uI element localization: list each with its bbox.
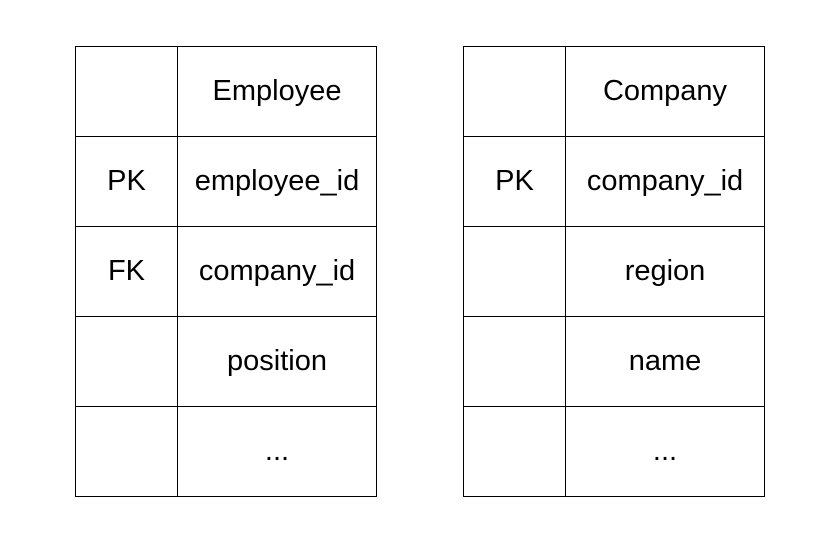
field-cell: company_id [177,226,377,317]
key-cell [463,406,566,497]
table-row: name [463,316,765,407]
table-row: PK company_id [463,136,765,227]
field-cell: company_id [565,136,765,227]
key-cell [463,316,566,407]
employee-table: Employee PK employee_id FK company_id po… [75,46,377,497]
key-cell [463,226,566,317]
field-cell: ... [177,406,377,497]
key-cell [75,316,178,407]
entity-title: Company [565,46,765,137]
key-cell [463,46,566,137]
table-row: region [463,226,765,317]
key-cell [75,406,178,497]
field-cell: position [177,316,377,407]
key-cell [75,46,178,137]
field-cell: region [565,226,765,317]
table-row: position [75,316,377,407]
table-row: FK company_id [75,226,377,317]
field-cell: name [565,316,765,407]
key-cell: FK [75,226,178,317]
table-header-row: Company [463,46,765,137]
key-cell: PK [463,136,566,227]
company-table: Company PK company_id region name ... [463,46,765,497]
table-row: ... [75,406,377,497]
table-header-row: Employee [75,46,377,137]
table-row: PK employee_id [75,136,377,227]
field-cell: ... [565,406,765,497]
field-cell: employee_id [177,136,377,227]
key-cell: PK [75,136,178,227]
entity-title: Employee [177,46,377,137]
table-row: ... [463,406,765,497]
